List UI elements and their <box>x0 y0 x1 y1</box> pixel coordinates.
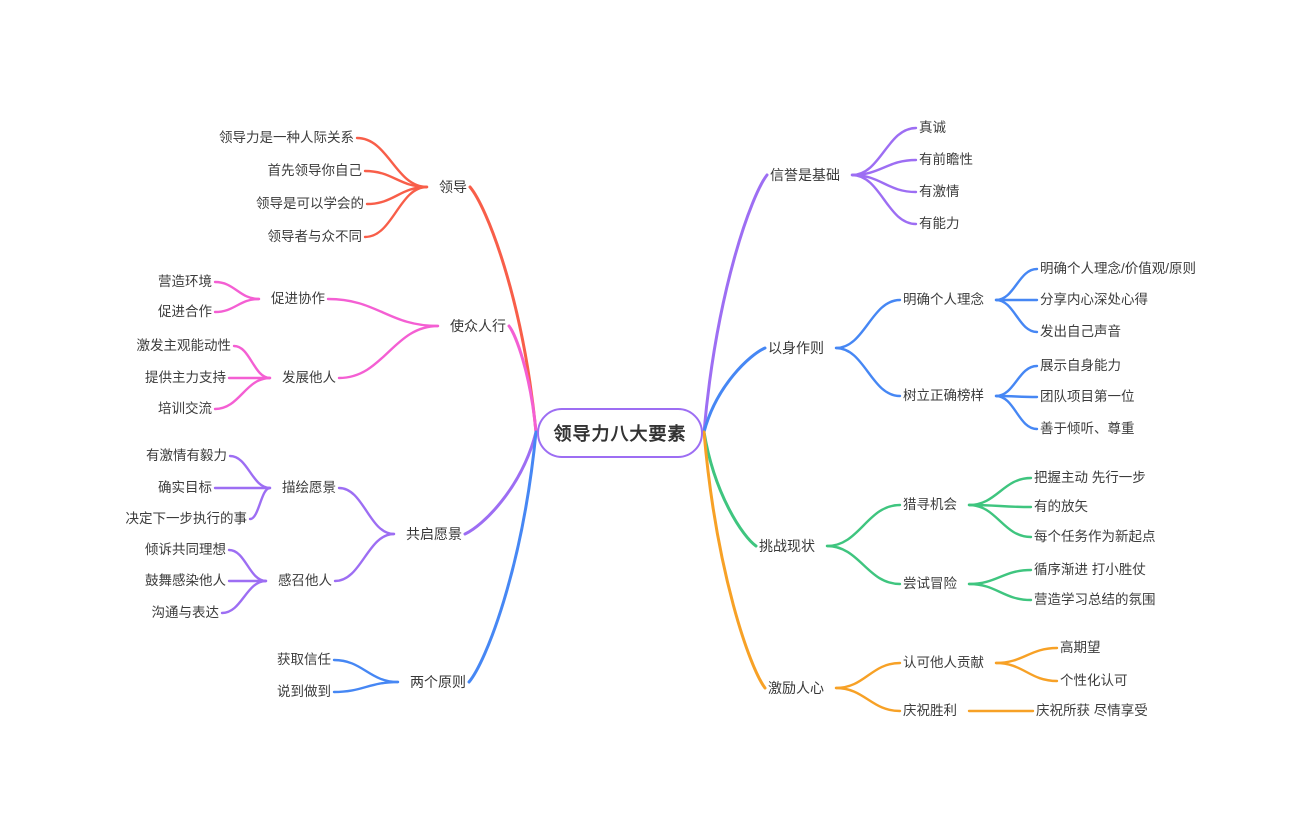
branch-line <box>337 324 440 380</box>
subtopic[interactable]: 发展他人 <box>282 370 336 385</box>
subtopic[interactable]: 猎寻机会 <box>903 497 957 512</box>
leaf-topic[interactable]: 个性化认可 <box>1060 673 1128 688</box>
branch-line <box>332 658 400 684</box>
leaf-topic[interactable]: 说到做到 <box>277 684 331 699</box>
branch-line <box>994 646 1059 665</box>
branch-line <box>333 532 396 583</box>
leaf-topic[interactable]: 促进合作 <box>158 304 212 319</box>
branch-line <box>994 267 1039 302</box>
branch-line <box>355 136 429 189</box>
branch-line <box>994 298 1039 334</box>
subtopic[interactable]: 树立正确榜样 <box>903 388 984 403</box>
branch-line <box>213 297 261 314</box>
branch-line <box>825 544 902 586</box>
leaf-topic[interactable]: 提供主力支持 <box>145 370 226 385</box>
leaf-topic[interactable]: 首先领导你自己 <box>267 163 363 178</box>
leaf-topic[interactable]: 获取信任 <box>277 652 331 667</box>
leaf-topic[interactable]: 激发主观能动性 <box>136 338 232 353</box>
main-topic[interactable]: 两个原则 <box>410 674 466 690</box>
subtopic[interactable]: 庆祝胜利 <box>903 703 957 718</box>
subtopic[interactable]: 感召他人 <box>278 573 332 588</box>
main-topic[interactable]: 以身作则 <box>768 340 824 356</box>
branch-line <box>332 680 400 694</box>
branch-line <box>967 503 1033 539</box>
leaf-topic[interactable]: 发出自己声音 <box>1040 324 1121 339</box>
branch-line <box>702 430 767 690</box>
leaf-topic[interactable]: 沟通与表达 <box>151 605 220 620</box>
branch-line <box>850 173 918 226</box>
leaf-topic[interactable]: 倾诉共同理想 <box>145 542 226 557</box>
leaf-topic[interactable]: 分享内心深处心得 <box>1040 292 1148 307</box>
leaf-topic[interactable]: 庆祝所获 尽情享受 <box>1036 703 1148 718</box>
branch-line <box>220 579 268 615</box>
leaf-topic[interactable]: 高期望 <box>1060 640 1101 655</box>
subtopic[interactable]: 促进协作 <box>271 291 325 306</box>
subtopic[interactable]: 明确个人理念 <box>903 292 984 307</box>
branch-line <box>834 346 902 398</box>
leaf-topic[interactable]: 培训交流 <box>158 401 212 416</box>
leaf-topic[interactable]: 领导是可以学会的 <box>256 196 364 211</box>
leaf-topic[interactable]: 每个任务作为新起点 <box>1034 529 1156 544</box>
branch-line <box>248 486 272 521</box>
main-topic[interactable]: 信誉是基础 <box>770 167 840 183</box>
branch-line <box>227 548 268 583</box>
branch-line <box>994 661 1059 683</box>
main-topic[interactable]: 使众人行 <box>450 318 506 334</box>
main-topic[interactable]: 挑战现状 <box>759 538 815 554</box>
leaf-topic[interactable]: 把握主动 先行一步 <box>1034 470 1146 485</box>
leaf-topic[interactable]: 团队项目第一位 <box>1040 389 1135 404</box>
branch-line <box>702 346 767 434</box>
branch-line <box>467 430 538 684</box>
branch-line <box>994 364 1039 398</box>
branch-line <box>468 185 538 434</box>
branch-line <box>337 486 396 536</box>
leaf-topic[interactable]: 展示自身能力 <box>1040 358 1121 373</box>
leaf-topic[interactable]: 决定下一步执行的事 <box>125 511 248 526</box>
branch-line <box>834 298 902 350</box>
branch-line <box>213 376 272 411</box>
branch-line <box>967 568 1033 586</box>
branch-line <box>463 430 538 536</box>
branch-line <box>326 297 440 328</box>
branch-line <box>834 686 902 713</box>
subtopic[interactable]: 尝试冒险 <box>903 576 957 591</box>
leaf-topic[interactable]: 善于倾听、尊重 <box>1040 421 1135 436</box>
main-topic[interactable]: 领导 <box>439 179 467 195</box>
leaf-topic[interactable]: 明确个人理念/价值观/原则 <box>1040 261 1197 276</box>
leaf-topic[interactable]: 有能力 <box>919 216 960 231</box>
branch-line <box>232 344 272 380</box>
leaf-topic[interactable]: 营造学习总结的氛围 <box>1034 592 1156 607</box>
leaf-topic[interactable]: 领导者与众不同 <box>267 229 363 244</box>
branch-line <box>702 430 758 548</box>
branch-line <box>825 503 902 548</box>
branch-line <box>213 280 261 301</box>
leaf-topic[interactable]: 鼓舞感染他人 <box>145 573 226 588</box>
leaf-topic[interactable]: 领导力是一种人际关系 <box>219 130 354 145</box>
subtopic[interactable]: 认可他人贡献 <box>903 655 984 670</box>
leaf-topic[interactable]: 有激情有毅力 <box>146 448 227 463</box>
main-topic[interactable]: 激励人心 <box>768 680 824 696</box>
leaf-topic[interactable]: 有的放矢 <box>1034 499 1088 514</box>
branch-line <box>363 185 429 239</box>
branch-line <box>994 394 1039 431</box>
main-topic[interactable]: 共启愿景 <box>406 526 462 542</box>
leaf-topic[interactable]: 真诚 <box>919 120 946 135</box>
subtopic[interactable]: 描绘愿景 <box>282 480 336 495</box>
branch-line <box>507 324 538 434</box>
branch-line <box>702 173 769 434</box>
branch-line <box>834 661 902 690</box>
leaf-topic[interactable]: 循序渐进 打小胜仗 <box>1034 562 1146 577</box>
branch-line <box>967 582 1033 602</box>
branch-line <box>228 454 272 490</box>
leaf-topic[interactable]: 确实目标 <box>158 480 212 495</box>
branch-line <box>967 476 1033 507</box>
leaf-topic[interactable]: 营造环境 <box>158 274 212 289</box>
central-topic[interactable]: 领导力八大要素 <box>537 408 703 458</box>
leaf-topic[interactable]: 有激情 <box>919 184 960 199</box>
leaf-topic[interactable]: 有前瞻性 <box>919 152 973 167</box>
